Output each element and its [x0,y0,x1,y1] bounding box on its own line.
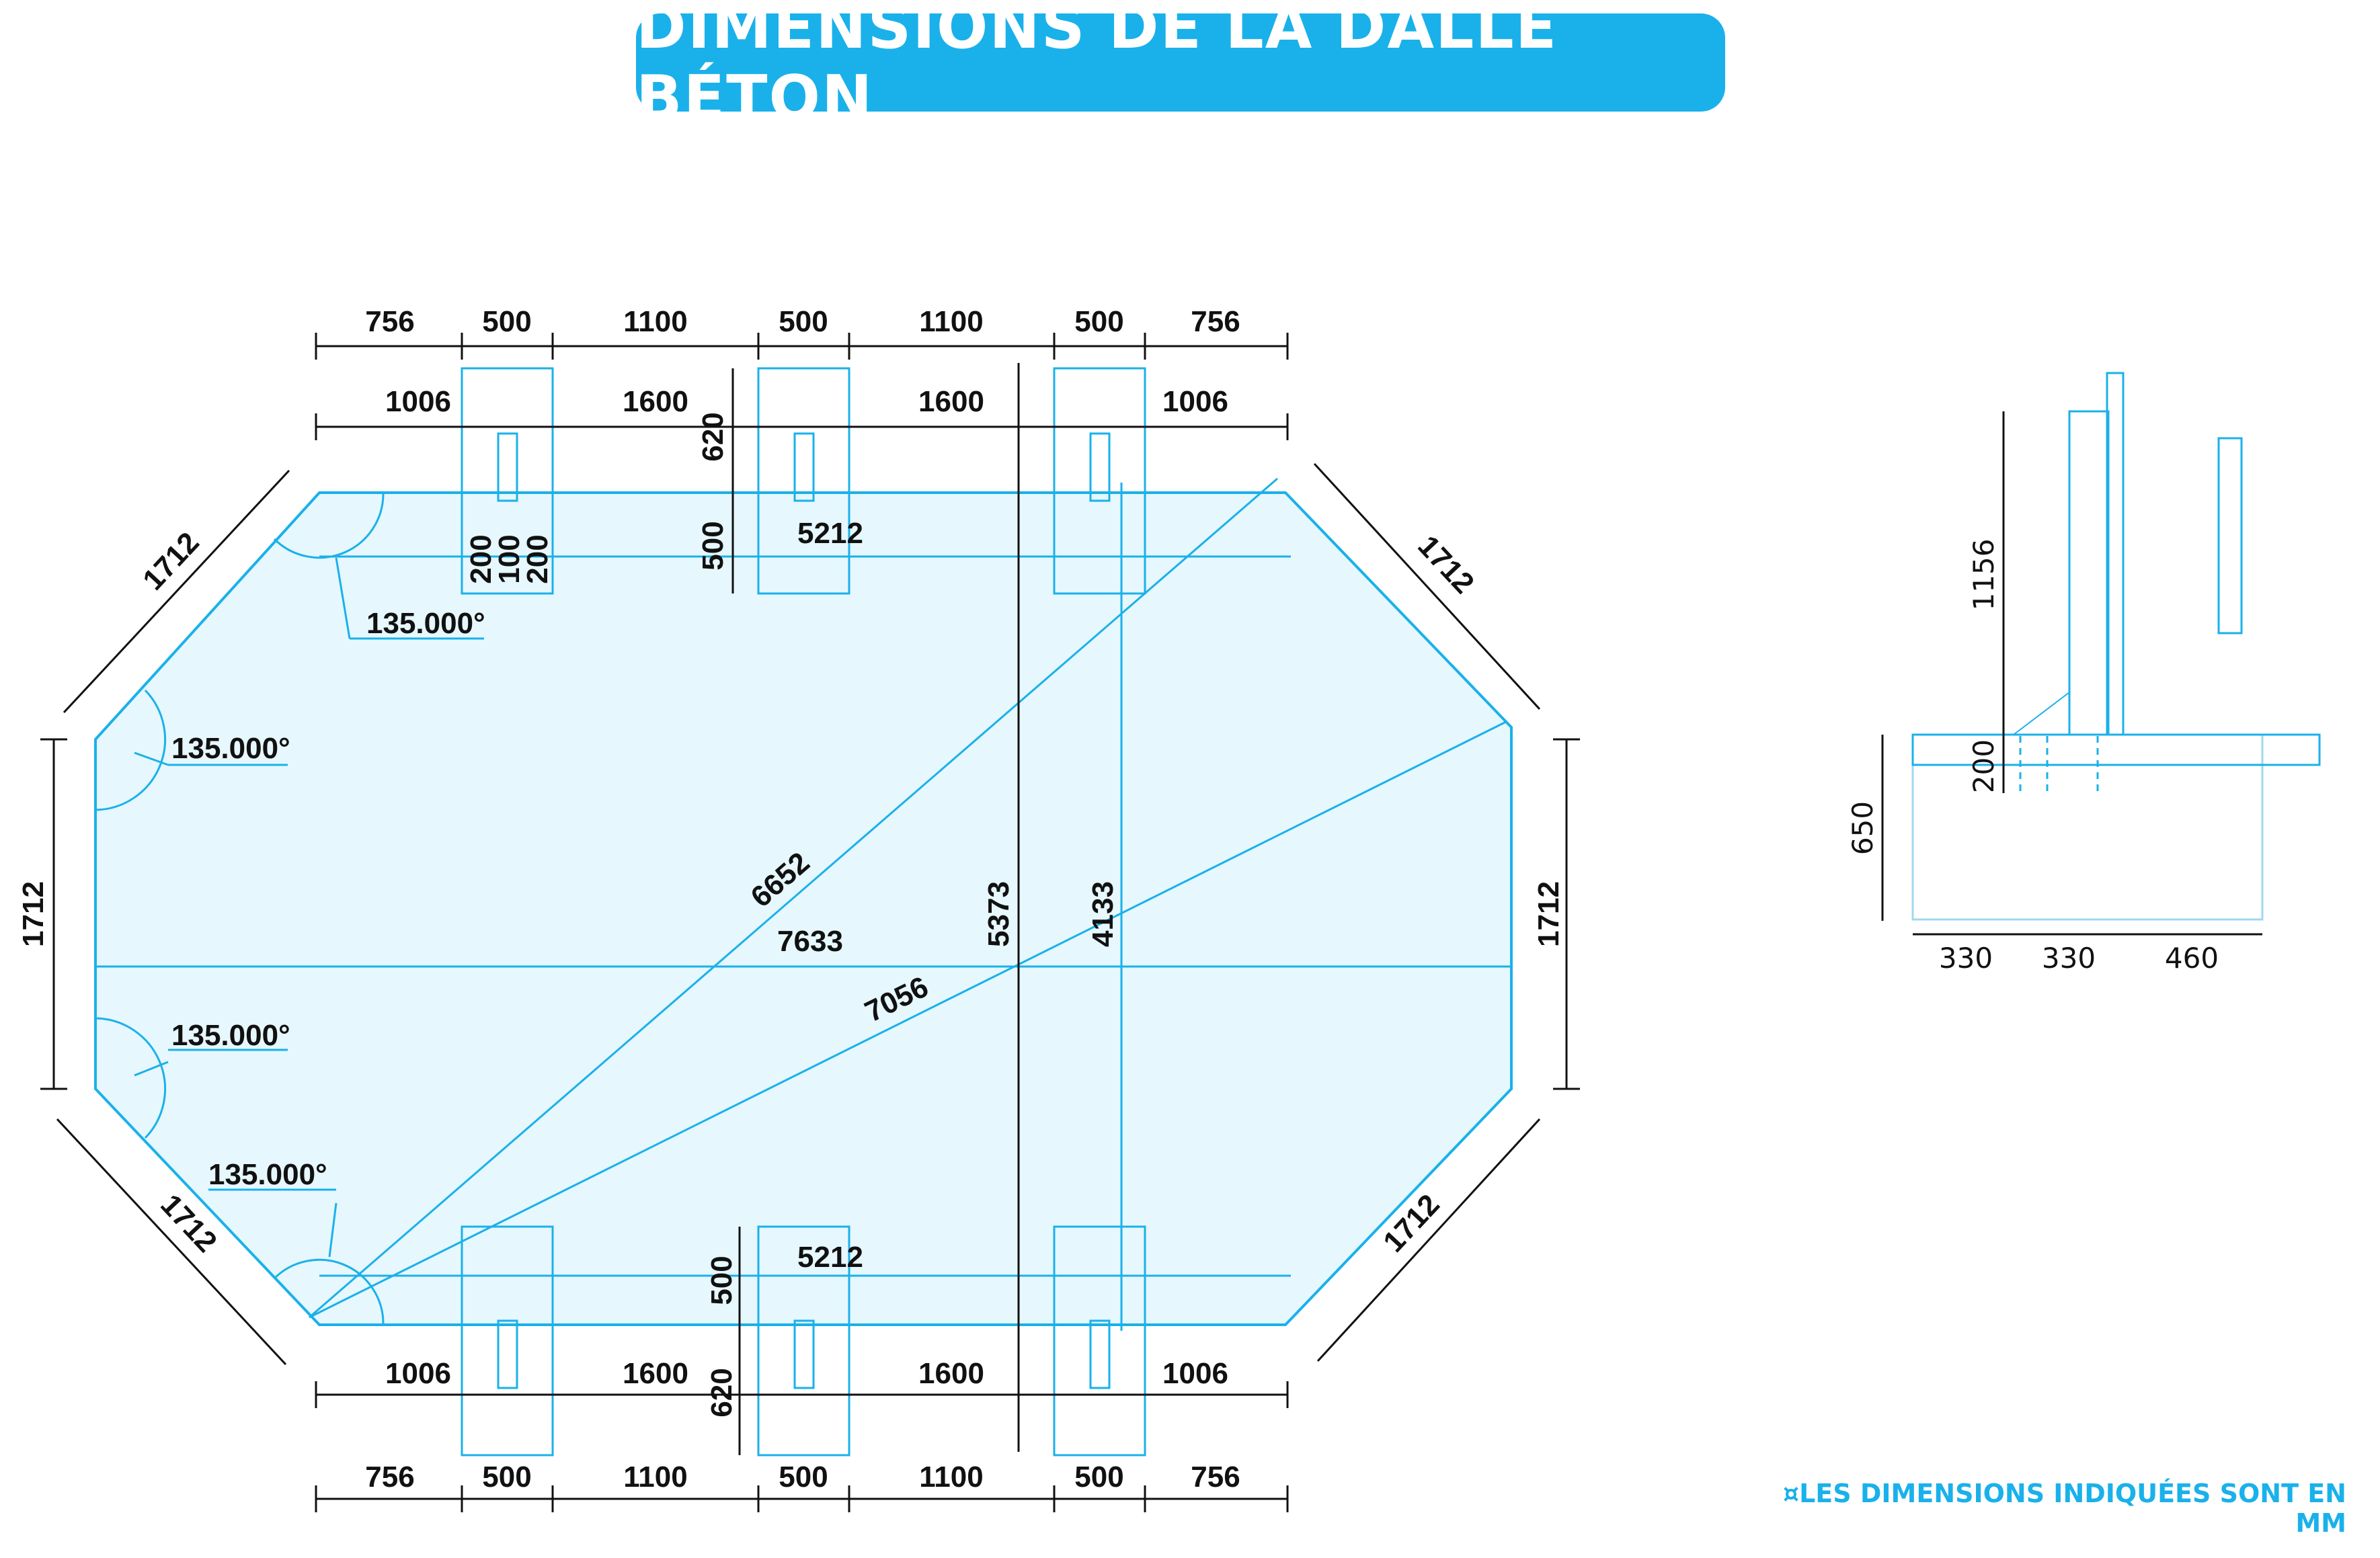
dim-pad-width-top: 500 [697,521,729,570]
section-dim-width: 330 [2042,942,2096,975]
dim-bottom-inner: 1600 [623,1357,688,1390]
base-plate [1089,432,1111,502]
dim-top-outer: 500 [1074,305,1123,338]
section-dim-depth: 650 [1846,801,1879,855]
dim-bottom-outer: 756 [1191,1461,1240,1493]
base-plate [497,1319,518,1389]
interior-lines [95,477,1511,1331]
dim-top-outer: 1100 [919,305,983,338]
dim-bottom-inner: 1600 [918,1357,984,1390]
section-dim-height: 1156 [1967,539,2000,611]
base-plate [793,432,815,502]
pad [757,1225,850,1457]
section-view: 1156 200 650 330 330 460 [1846,372,2321,975]
pad [757,367,850,595]
dim-width: 5373 [982,881,1015,947]
dim-top-inner: 1600 [623,385,688,418]
slab-outline [94,491,1513,1326]
dim-pad-depth-bottom: 620 [705,1368,738,1417]
base-plate [793,1319,815,1389]
base-plate [497,432,518,502]
dim-pad-depth-top: 620 [697,412,729,461]
dim-bolt-spacing: 200 [521,534,554,583]
dim-pad-width-bottom: 500 [705,1256,738,1305]
post-flange [2106,372,2125,736]
foundation-block [1911,733,2264,921]
pad [461,367,554,595]
base-plate [1089,1319,1111,1389]
concrete-pads [461,367,1146,1457]
angle-label: 135.000° [208,1158,327,1191]
dim-bottom-inner: 1006 [1162,1357,1228,1390]
dim-bottom-outer: 500 [1074,1461,1123,1493]
base-plates [497,432,1111,1389]
dim-bottom-outer: 1100 [623,1461,687,1493]
dim-pad-span-bottom: 5212 [797,1241,863,1274]
dim-bottom-outer: 756 [365,1461,414,1493]
dim-top-outer: 500 [779,305,828,338]
dim-bottom-outer: 1100 [919,1461,983,1493]
dim-bolt-spacing: 200 [465,534,498,583]
dim-length: 7633 [777,925,843,958]
post-detail [2217,437,2243,634]
dim-width-inner: 4133 [1086,881,1119,947]
angle-label: 135.000° [366,607,485,640]
post-section [2068,410,2110,736]
dim-top-outer: 756 [1191,305,1240,338]
angle-label: 135.000° [171,732,290,765]
angle-label: 135.000° [171,1019,290,1052]
dim-top-inner: 1600 [918,385,984,418]
units-footnote: ¤LES DIMENSIONS INDIQUÉES SONT EN MM [1782,1479,2346,1538]
pad [461,1225,554,1457]
dim-top-outer: 500 [482,305,531,338]
pad [1053,1225,1146,1457]
dim-pad-span-top: 5212 [797,517,863,550]
dim-bottom-outer: 500 [482,1461,531,1493]
dim-side-right: 1712 [1532,881,1565,947]
plan-dimension-labels: 756 500 1100 500 1100 500 756 1006 1600 … [17,305,1565,1493]
dim-side-top-left: 1712 [136,526,206,597]
dim-side-left: 1712 [17,881,50,947]
section-dim-width: 330 [1939,942,1993,975]
dim-top-outer: 1100 [623,305,687,338]
dim-bottom-inner: 1006 [385,1357,451,1390]
dim-top-inner: 1006 [385,385,451,418]
dim-top-outer: 756 [365,305,414,338]
section-dim-width: 460 [2165,942,2219,975]
dimension-lines [52,345,1568,1500]
section-dim-embed: 200 [1967,739,2000,793]
dim-bolt-spacing: 100 [493,534,526,583]
dimension-ticks [40,333,1580,1512]
dim-top-inner: 1006 [1162,385,1228,418]
page-title: DIMENSIONS DE LA DALLE BÉTON [636,0,1558,133]
title-banner: DIMENSIONS DE LA DALLE BÉTON [636,0,1725,133]
pad [1053,367,1146,595]
dim-bottom-outer: 500 [779,1461,828,1493]
dim-side-top-right: 1712 [1411,530,1480,600]
